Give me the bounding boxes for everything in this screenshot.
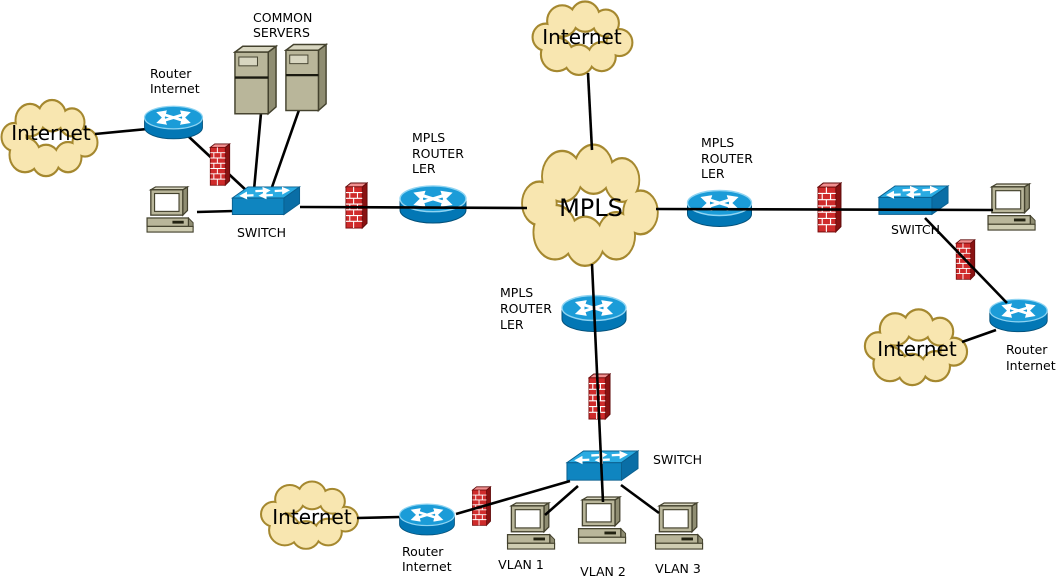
- svg-text:LER: LER: [500, 317, 524, 332]
- firewall-icon-left: [345, 182, 368, 229]
- svg-text:MPLS: MPLS: [412, 130, 445, 145]
- link-internet-bl-to-router: [356, 515, 401, 520]
- router-internet-top-left-label: Router Internet: [150, 66, 200, 96]
- link-switch-tl-to-mpls: [299, 205, 528, 210]
- link-switch-right-to-router-br: [924, 217, 1008, 304]
- router-icon-internet-top-left: [145, 106, 203, 139]
- switch-icon-top-left: [232, 187, 299, 215]
- internet-bottom-right-label: Internet: [877, 337, 957, 361]
- computer-icon-vlan1: [506, 502, 556, 550]
- internet-top-center-label: Internet: [542, 25, 622, 49]
- svg-text:Router: Router: [402, 544, 444, 559]
- link-switch-bottom-to-router-bl: [455, 479, 571, 516]
- link-server1-to-switch: [252, 112, 263, 191]
- router-internet-bottom-right-label: Router Internet: [1006, 342, 1056, 373]
- link-pc-tl-to-switch: [196, 209, 235, 214]
- mpls-router-ler-right-label: MPLS ROUTER LER: [701, 135, 753, 181]
- vlan1-label: VLAN 1: [498, 557, 544, 572]
- internet-top-left-label: Internet: [11, 121, 91, 145]
- switch-bottom-label: SWITCH: [653, 452, 702, 467]
- router-icon-mpls-ler-left: [400, 186, 466, 223]
- svg-text:Internet: Internet: [1006, 358, 1056, 373]
- router-internet-bottom-left-label: Router Internet: [402, 544, 452, 574]
- link-server2-to-switch: [269, 109, 301, 191]
- switch-top-left-label: SWITCH: [237, 225, 286, 240]
- firewall-icon-right: [817, 182, 842, 233]
- svg-text:SERVERS: SERVERS: [253, 25, 310, 40]
- svg-text:LER: LER: [701, 166, 725, 181]
- computer-icon-vlan2: [577, 496, 627, 544]
- svg-text:COMMON: COMMON: [253, 10, 312, 25]
- switch-right-label: SWITCH: [891, 222, 940, 237]
- router-icon-internet-bottom-left: [400, 504, 455, 535]
- computer-icon-right: [987, 183, 1036, 231]
- server-icon-common-2: [284, 43, 328, 112]
- link-switch-bottom-to-vlan3: [620, 483, 660, 515]
- svg-text:Router: Router: [150, 66, 192, 81]
- vlan3-label: VLAN 3: [655, 561, 701, 576]
- mpls-cloud-label: MPLS: [559, 194, 623, 222]
- link-internet-br-to-router: [961, 328, 997, 344]
- link-internet-tc-to-mpls: [586, 72, 594, 151]
- server-icon-common-1: [233, 45, 278, 115]
- link-switch-bottom-to-vlan1: [544, 485, 579, 516]
- svg-text:ROUTER: ROUTER: [412, 146, 464, 161]
- computer-icon-top-left: [146, 186, 194, 233]
- link-mpls-to-pc-right: [655, 207, 994, 212]
- computer-icon-vlan3: [654, 502, 704, 550]
- internet-bottom-left-label: Internet: [272, 505, 352, 529]
- link-mpls-to-vlan2: [590, 263, 605, 503]
- svg-text:Router: Router: [1006, 342, 1048, 357]
- mpls-router-ler-bottom-label: MPLS ROUTER LER: [500, 285, 552, 332]
- svg-text:MPLS: MPLS: [500, 285, 533, 300]
- firewall-icon-top-left: [209, 143, 231, 186]
- router-icon-internet-bottom-right: [990, 299, 1047, 331]
- mpls-router-ler-left-label: MPLS ROUTER LER: [412, 130, 464, 176]
- svg-text:ROUTER: ROUTER: [701, 151, 753, 166]
- svg-text:LER: LER: [412, 161, 436, 176]
- svg-text:Internet: Internet: [402, 559, 452, 574]
- svg-text:MPLS: MPLS: [701, 135, 734, 150]
- svg-text:Internet: Internet: [150, 81, 200, 96]
- common-servers-label: COMMON SERVERS: [253, 10, 312, 40]
- svg-text:ROUTER: ROUTER: [500, 301, 552, 316]
- vlan2-label: VLAN 2: [580, 564, 626, 579]
